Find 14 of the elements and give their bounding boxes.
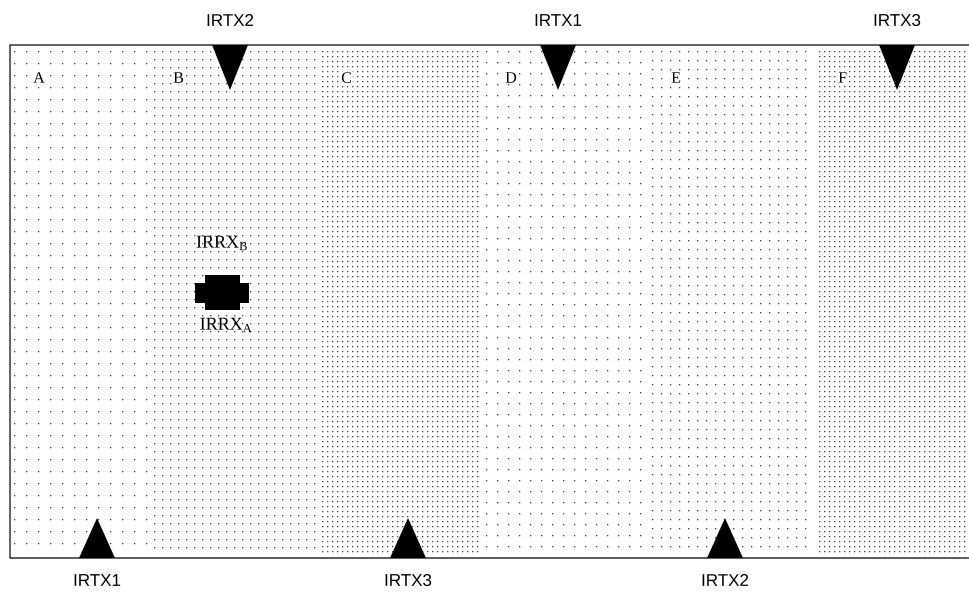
zone-band: F <box>815 45 969 558</box>
transmitter-label: IRTX1 <box>74 574 120 586</box>
node-label: D <box>506 72 516 83</box>
node-label: C <box>342 72 351 83</box>
node-label: F <box>838 72 847 83</box>
node-label: A <box>33 72 45 83</box>
zone-band: C <box>318 45 482 558</box>
zone-band: E <box>648 45 815 558</box>
node-label: B <box>174 72 184 83</box>
zone-band: D <box>482 45 648 558</box>
zone-band: A <box>10 45 150 558</box>
receiver-label: IRRX$_{B}$ <box>196 236 247 250</box>
receiver-label: IRRX$_{A}$ <box>200 318 252 332</box>
node-label: E <box>672 72 680 83</box>
